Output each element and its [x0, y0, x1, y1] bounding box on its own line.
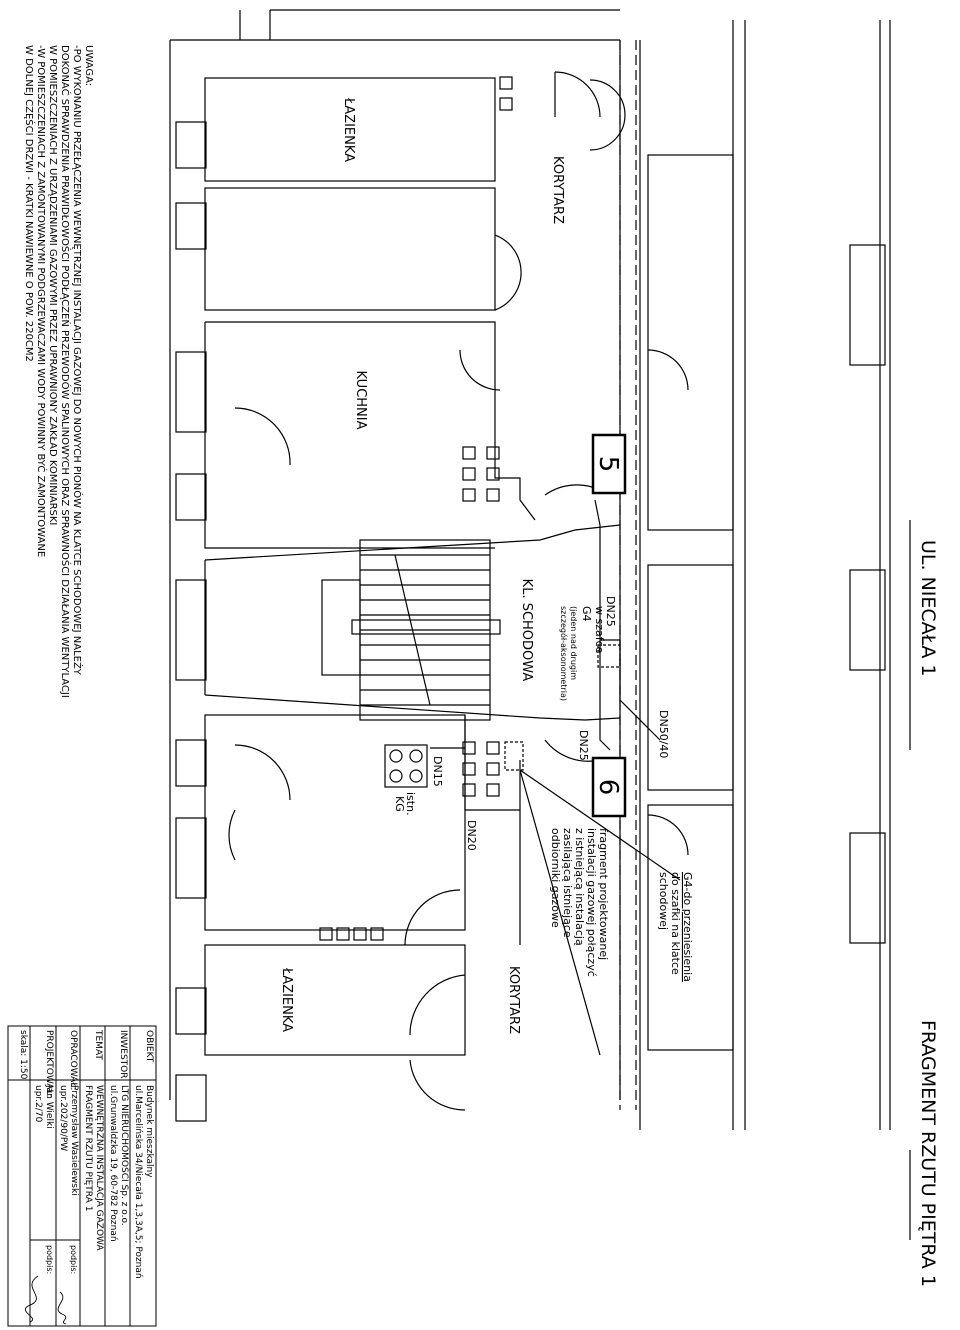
notes-block: UWAGA: -PO WYKONANIU PRZEŁĄCZENIA WEWNĘT…: [23, 45, 94, 698]
tb-temat-2: FRAGMENT RZUTU PIĘTRA 1: [83, 1085, 93, 1211]
room-label-kitchen: KUCHNIA: [353, 371, 368, 430]
label-kg: KG: [393, 796, 406, 812]
note-line-4: -W POMIESZCZENIACH Z ZAMONTOWANYMI PODGR…: [35, 45, 48, 557]
label-cabinet-2: G4: [580, 606, 593, 622]
tb-podpis-1: podpis:: [69, 1245, 78, 1274]
label-g4-move-2: do szafki na klatce: [669, 872, 682, 975]
signature-opracowal: [57, 1291, 67, 1325]
marker-5-label: 5: [593, 456, 623, 473]
label-fragment-3: z istniejącą instalacją: [573, 828, 586, 946]
tb-projektowal-label: PROJEKTOWAŁ:: [44, 1030, 54, 1098]
label-cabinet-3: (jeden nad drugim: [569, 606, 578, 680]
label-g4-move-3: schodowej: [657, 872, 670, 930]
marker-5: 5: [591, 433, 627, 495]
note-line-1: -PO WYKONANIU PRZEŁĄCZENIA WEWNĘTRZNEJ I…: [71, 45, 84, 676]
room-label-corridor-bottom: KORYTARZ: [506, 966, 521, 1034]
note-line-0: UWAGA:: [83, 45, 94, 86]
tb-podpis-2: podpis:: [45, 1245, 54, 1274]
label-dn50-40: DN50/40: [657, 710, 670, 758]
tb-temat-label: TEMAT: [93, 1029, 103, 1060]
tb-inwestor-2: ul.Grunwaldzka 19, 60-782 Poznań: [108, 1085, 118, 1242]
marker-6-label: 6: [593, 779, 623, 796]
note-line-3: W POMIESZCZENIACH Z URZĄDZENIAMI GAZOWYM…: [47, 45, 58, 525]
label-dn15: DN15: [431, 756, 444, 787]
tb-opracowal-1: Przemysław Wasielewski: [69, 1085, 79, 1196]
room-label-bath-bottom: ŁAZIENKA: [279, 967, 294, 1032]
street-label: UL. NIECAŁA 1: [917, 540, 939, 676]
drawing-title: FRAGMENT RZUTU PIĘTRA 1: [917, 1020, 939, 1287]
tb-opracowal-2: upr.202/90/PW: [58, 1085, 68, 1151]
tb-projektowal-1: Jan Wielki: [44, 1084, 54, 1129]
note-line-2: DOKONAĆ SPRAWDZENIA PRAWIDŁOWOŚCI PODŁĄC…: [59, 45, 72, 698]
label-cabinet-1: w szafce: [593, 606, 606, 654]
tb-temat-1: WEWNĘTRZNA INSTALACJA GAZOWA: [94, 1085, 104, 1251]
room-labels: ŁAZIENKA KORYTARZ KUCHNIA KL. SCHODOWA K…: [279, 97, 565, 1034]
tb-obiekt-1: Budynek mieszkalny: [144, 1085, 154, 1178]
label-fragment-1: fragment projektowanej: [597, 828, 610, 960]
marker-6: 6: [591, 756, 627, 818]
tb-obiekt-label: OBIEKT: [144, 1030, 154, 1063]
plan-linework: [169, 9, 911, 1240]
tb-inwestor-label: INWESTOR: [118, 1030, 128, 1079]
label-cabinet-4: szczegół-aksonometria): [559, 606, 569, 701]
label-dn25-top: DN25: [604, 596, 617, 627]
tb-skala: skala: 1:50: [18, 1030, 28, 1080]
room-label-bath-top: ŁAZIENKA: [341, 97, 356, 162]
title-block: OBIEKT Budynek mieszkalny ul.Marcelińska…: [7, 1025, 157, 1327]
label-istn: istn.: [404, 792, 417, 816]
label-g4-move-1: G4-do przeniesienia: [681, 872, 694, 982]
gas-labels: DN25 w szafce G4 (jeden nad drugim szcze…: [393, 596, 694, 982]
label-fragment-5: odbiorniki gazowe: [549, 828, 562, 928]
tb-obiekt-2: ul.Marcelińska 34/Niecała 1,3,3A,5; Pozn…: [133, 1085, 143, 1279]
tb-inwestor-1: LTG NIERUCHOMOŚCI Sp. z o.o.: [119, 1085, 131, 1226]
label-fragment-2: instalacji gazowej połączyć: [585, 828, 598, 977]
label-dn25-mid: DN25: [577, 730, 590, 761]
tb-opracowal-label: OPRACOWAŁ:: [68, 1030, 78, 1090]
tb-projektowal-2: upr.2/70: [33, 1085, 43, 1123]
room-label-corridor-top: KORYTARZ: [550, 156, 565, 224]
signature-projektowal: [25, 1275, 39, 1323]
note-line-5: W DOLNEJ CZĘŚCI DRZWI - KRATKI NAWIEWNE …: [23, 45, 36, 362]
label-dn20: DN20: [465, 820, 478, 851]
room-label-stairs: KL. SCHODOWA: [519, 579, 534, 682]
label-fragment-4: zasilającą istniejące: [561, 828, 574, 938]
